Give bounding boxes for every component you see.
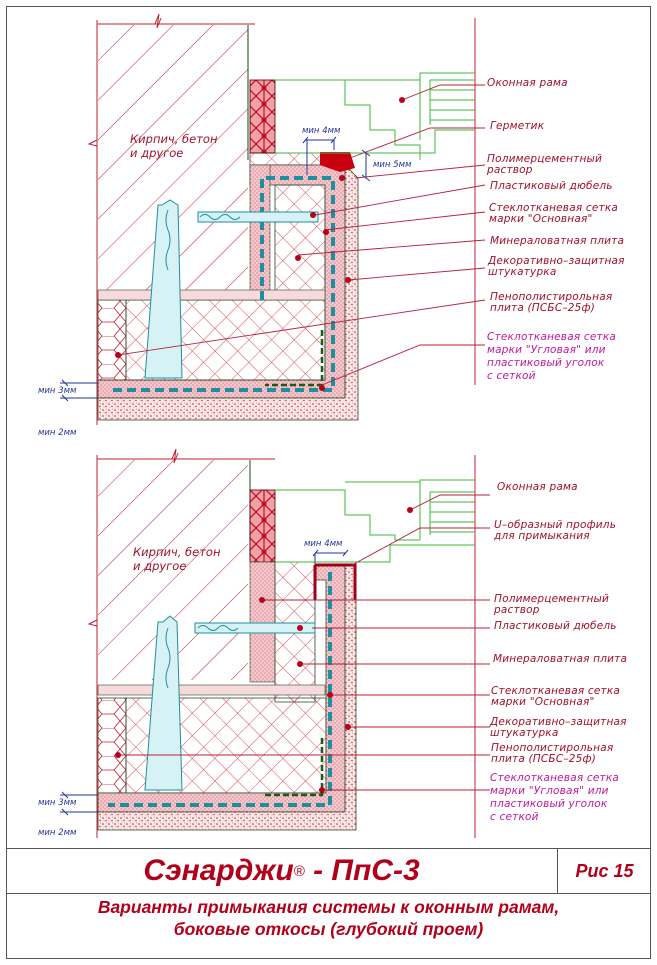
eps-plate: [97, 299, 127, 381]
callout-window-frame: Оконная рама: [487, 77, 568, 89]
mesh-main: [108, 572, 332, 807]
plastic-dowel-vertical: [144, 199, 183, 379]
mesh-corner: [265, 738, 324, 797]
brand-name: Сэнарджи: [143, 854, 294, 887]
star-insulation: [249, 489, 276, 563]
subtitle-line2: боковые откосы (глубокий проем): [173, 919, 484, 939]
break-symbol: [171, 448, 179, 464]
sealant: [320, 152, 355, 172]
callout-sealant: Герметик: [490, 120, 545, 132]
callout-mineral-wool: Минераловатная плита: [493, 653, 628, 665]
masonry-label-line2: и другое: [133, 559, 187, 573]
window-frame-bottom: [275, 479, 475, 563]
dimension-gap-2mm: мин 2мм: [38, 428, 77, 438]
plastic-dowel-horizontal: [197, 211, 319, 223]
registered-mark: ®: [293, 862, 305, 880]
system-code: - ПпС-3: [304, 854, 420, 887]
dimension-gap-4mm: мин 4мм: [304, 539, 343, 549]
masonry-label-top: Кирпич, бетон и другое: [130, 132, 217, 160]
dimension-gap-4mm: мин 4мм: [302, 126, 341, 136]
detail-top: [60, 13, 486, 425]
callout-plastic-dowel: Пластиковый дюбель: [490, 180, 613, 192]
dimension-gap-3mm: мин 3мм: [38, 386, 77, 396]
drawing-frame: [6, 6, 651, 959]
dimension-gap-5mm: мин 5мм: [373, 160, 412, 170]
window-frame-top: [275, 72, 475, 160]
subtitle-line1: Варианты примыкания системы к оконным ра…: [97, 897, 560, 917]
mineral-wool-plate: [274, 184, 326, 296]
masonry-label-bottom: Кирпич, бетон и другое: [133, 545, 220, 573]
title-block: Сэнарджи® - ПпС-3 Рис 15: [6, 848, 651, 894]
drawing-title: Сэнарджи® - ПпС-3: [6, 849, 558, 893]
star-insulation: [249, 79, 276, 154]
u-profile: [313, 563, 357, 600]
figure-number: Рис 15: [575, 860, 634, 881]
dimension-marks-top: [60, 136, 371, 402]
mesh-main: [108, 176, 335, 392]
leaders-bottom: [118, 494, 490, 791]
plastic-dowel-vertical: [144, 615, 183, 791]
break-symbol: [154, 13, 162, 29]
masonry-label-line1: Кирпич, бетон: [133, 545, 221, 559]
drawing-subtitle: Варианты примыкания системы к оконным ра…: [6, 896, 651, 940]
dimension-gap-3mm: мин 3мм: [38, 798, 77, 808]
callout-mineral-wool: Минераловатная плита: [490, 235, 625, 247]
callout-window-frame: Оконная рама: [497, 481, 578, 493]
dimension-marks-bottom: [60, 549, 349, 816]
masonry-label-line1: Кирпич, бетон: [130, 132, 218, 146]
dimension-gap-2mm: мин 2мм: [38, 828, 77, 838]
detail-bottom: [60, 448, 490, 838]
masonry-label-line2: и другое: [130, 146, 184, 160]
eps-plate: [97, 697, 127, 794]
polymer-cement-mortar: [249, 561, 276, 683]
callout-plastic-dowel: Пластиковый дюбель: [494, 620, 617, 632]
leaders-top: [117, 84, 486, 386]
